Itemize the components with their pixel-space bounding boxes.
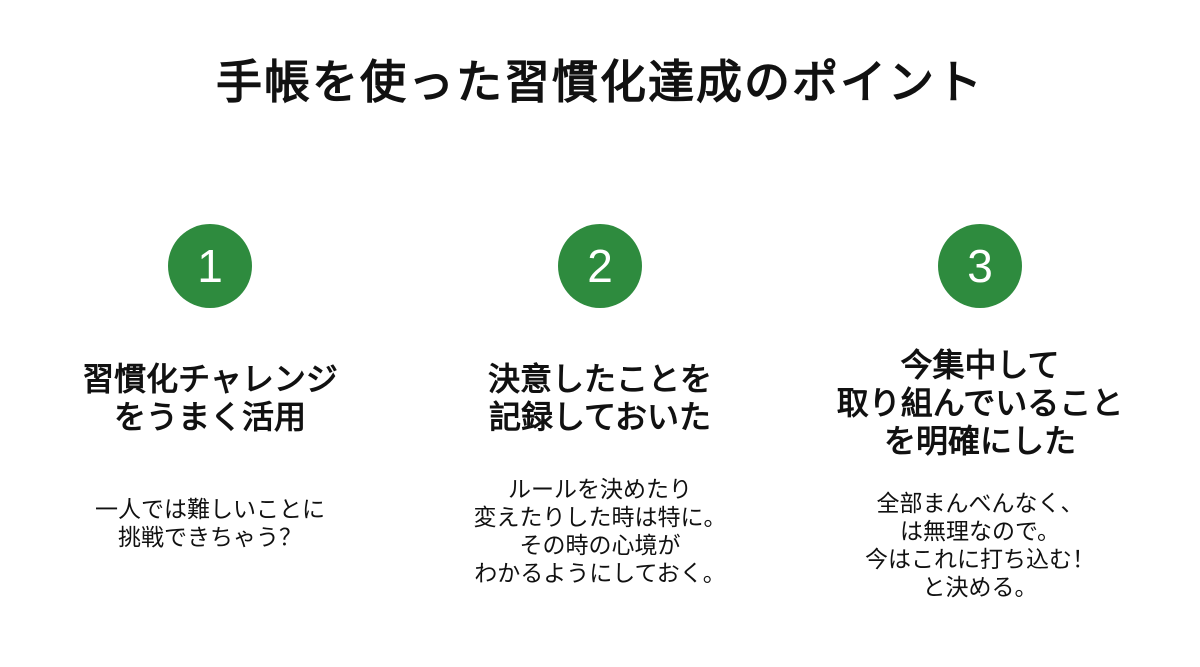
point-heading-2: 決意したことを 記録しておいた bbox=[487, 360, 712, 436]
number-badge-2: 2 bbox=[558, 224, 642, 308]
point-heading-3: 今集中して 取り組んでいること を明確にした bbox=[836, 346, 1124, 460]
point-column-1: 1 習慣化チャレンジ をうまく活用 一人では難しいことに 挑戦できちゃう？ bbox=[20, 224, 400, 552]
point-heading-1: 習慣化チャレンジ をうまく活用 bbox=[82, 360, 338, 436]
page-title: 手帳を使った習慣化達成のポイント bbox=[216, 55, 984, 109]
number-badge-3: 3 bbox=[938, 224, 1022, 308]
point-column-2: 2 決意したことを 記録しておいた ルールを決めたり 変えたりした時は特に。 そ… bbox=[410, 224, 790, 588]
number-badge-1: 1 bbox=[168, 224, 252, 308]
point-column-3: 3 今集中して 取り組んでいること を明確にした 全部まんべんなく、 は無理なの… bbox=[790, 224, 1170, 602]
point-body-2: ルールを決めたり 変えたりした時は特に。 その時の心境が わかるようにしておく。 bbox=[473, 477, 727, 587]
point-body-1: 一人では難しいことに 挑戦できちゃう？ bbox=[95, 497, 325, 551]
point-body-3: 全部まんべんなく、 は無理なので。 今はこれに打ち込む！ と決める。 bbox=[865, 491, 1095, 601]
